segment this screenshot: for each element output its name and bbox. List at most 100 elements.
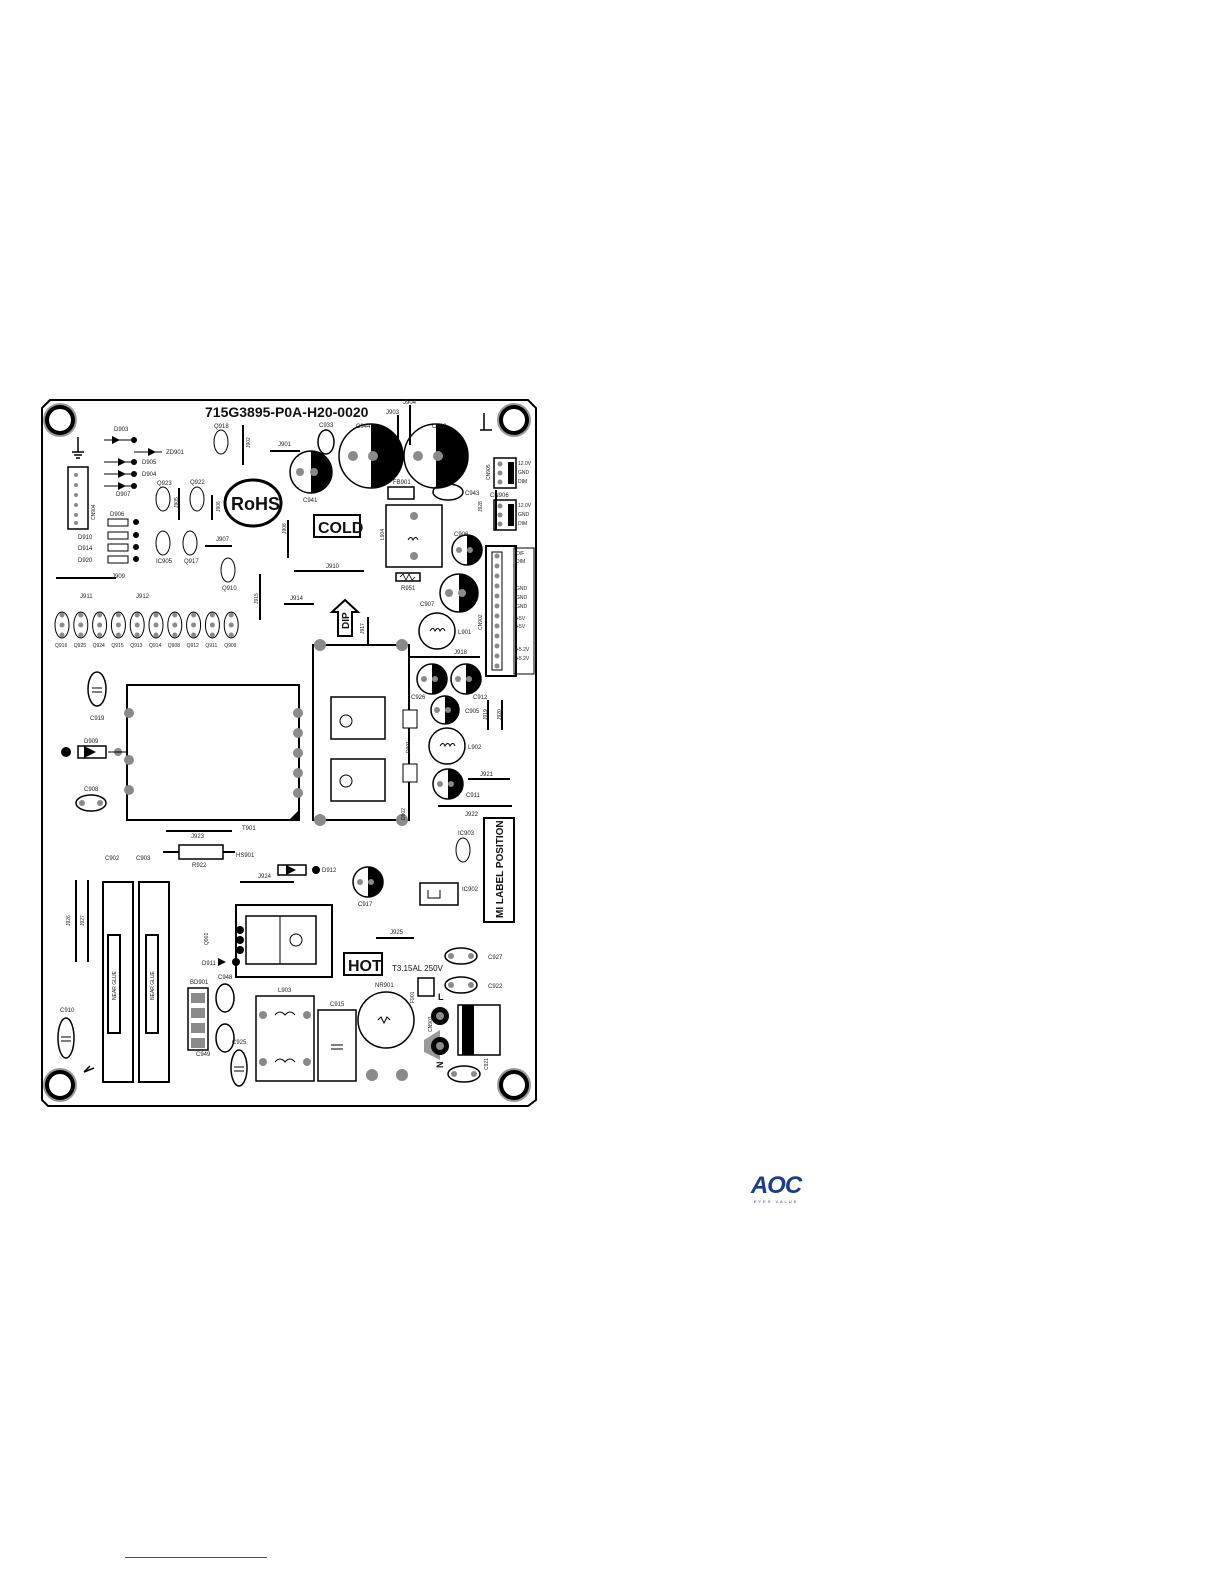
ref-j922: J922 <box>465 812 479 818</box>
rohs-mark: RoHS <box>223 478 283 528</box>
transistor-q918: Q918 <box>213 424 229 455</box>
bulk-capacitor-c902: NEAR GLUE C902 <box>102 856 134 1083</box>
dip-arrow-marker: DIP <box>329 598 361 637</box>
ref-d909: D909 <box>84 739 99 745</box>
ref-q925: Q925 <box>74 643 86 649</box>
connector-cn904: CN904 <box>67 466 97 530</box>
ref-c908: C908 <box>84 787 99 793</box>
ref-cn904: CN904 <box>91 504 97 520</box>
thermistor-nr901: NR901 <box>357 983 415 1081</box>
cn905-pin-2: GND <box>518 470 530 476</box>
cn902-pin <box>494 643 500 649</box>
capacitor-c907: C907 <box>420 573 479 613</box>
ref-f901: F901 <box>410 991 416 1003</box>
ref-d911: D911 <box>202 961 217 967</box>
transistor-q914: Q914 <box>148 611 164 649</box>
ref-j911: J911 <box>80 594 93 600</box>
ref-c915: C915 <box>330 1002 345 1008</box>
ref-c906: C906 <box>454 532 469 538</box>
ground-symbol <box>72 413 492 1073</box>
cold-label: COLD <box>318 520 363 537</box>
diode-d912: D912 <box>277 864 337 876</box>
ref-c921: C921 <box>484 1058 490 1070</box>
ref-d920: D920 <box>78 558 93 564</box>
ref-ic903: IC903 <box>458 831 475 837</box>
ref-q922: Q922 <box>190 480 205 486</box>
ref-r951: R951 <box>401 586 416 592</box>
cn906-pin-2: GND <box>518 512 530 518</box>
transistor-pad <box>78 632 84 638</box>
dip-label: DIP <box>341 612 352 629</box>
mounting-hole <box>43 1068 77 1102</box>
ref-cn902: CN902 <box>478 614 484 630</box>
diode-d914: D914 <box>78 543 139 552</box>
ref-bd901: BD901 <box>190 980 209 986</box>
transistor-pad <box>134 632 140 638</box>
capacitor-c917: C917 <box>352 866 384 908</box>
transistor-pad <box>172 612 178 618</box>
ref-l904: L904 <box>380 529 386 540</box>
mounting-holes <box>43 403 531 1102</box>
transistor-q909: Q909 <box>223 611 239 649</box>
transistor-body <box>186 611 202 639</box>
ref-hs901: HS901 <box>236 853 255 859</box>
capacitor-c922: C922 <box>444 976 503 994</box>
transistor-pad <box>97 632 103 638</box>
diode-d909: D909 <box>61 739 126 759</box>
ref-j908: J908 <box>282 523 288 534</box>
capacitor-c943: C943 <box>432 483 480 501</box>
ref-ic902: IC902 <box>462 887 479 893</box>
transistor-q924: Q924 <box>92 611 108 649</box>
capacitor-c926: C926 <box>411 663 448 701</box>
ref-j919: J919 <box>483 709 489 720</box>
transistor-pad <box>209 622 215 628</box>
ref-l903: L903 <box>278 988 292 994</box>
cn902-pin-label: +5V <box>516 624 526 630</box>
ref-j912: J912 <box>136 594 150 600</box>
transistor-q923: Q923 <box>155 481 172 512</box>
aoc-logo: AOC EYES VALUE <box>744 1173 808 1207</box>
ref-d902: D902 <box>401 808 407 820</box>
ref-q911: Q911 <box>205 643 217 649</box>
ref-j920: J920 <box>497 709 503 720</box>
capacitor-c908: C908 <box>75 787 107 812</box>
resistor-r951: R951 <box>395 572 421 592</box>
transistor-pad <box>209 612 215 618</box>
diode-d905: D905 <box>104 458 157 466</box>
resistor-r922: R922 HS901 <box>163 844 255 869</box>
transistor-pad <box>97 612 103 618</box>
cn902-pin <box>494 573 500 579</box>
ref-c948: C948 <box>218 975 233 981</box>
ref-j924: J924 <box>258 874 272 880</box>
ref-q915: Q915 <box>111 643 123 649</box>
mi-label-text: MI LABEL POSITION <box>495 820 506 918</box>
cn902-pin <box>494 613 500 619</box>
capacitor-c932: C932 <box>403 423 469 489</box>
ref-cn906: CN906 <box>490 493 509 499</box>
transformer-t901: T901 <box>124 684 303 832</box>
ref-cn903: CN903 <box>428 1016 434 1032</box>
heatsink-assembly: D901 D902 <box>312 639 418 826</box>
transistor-pad <box>115 612 121 618</box>
transistor-pad <box>115 632 121 638</box>
ref-c911: C911 <box>466 793 481 799</box>
ref-q916: Q916 <box>55 643 67 649</box>
cn902-pin <box>494 553 500 559</box>
bridge-rectifier-bd901: BD901 <box>187 980 209 1051</box>
ref-c927: C927 <box>488 955 503 961</box>
ref-c902: C902 <box>105 856 120 862</box>
ref-d901: D901 <box>406 741 412 753</box>
cn902-pin <box>494 653 500 659</box>
ref-j917: J917 <box>360 623 366 634</box>
cn902-pin <box>494 603 500 609</box>
capacitor-c944: C944 <box>338 423 404 489</box>
cn906-pin-1: 12.0V <box>518 503 532 509</box>
cn902-pin-label: +5.2V <box>516 656 530 662</box>
ref-j905: J905 <box>174 497 180 508</box>
ref-j921: J921 <box>480 772 494 778</box>
inductor-l904: L904 <box>380 504 443 568</box>
transistor-pad <box>78 612 84 618</box>
footer-link-underline <box>125 1557 267 1558</box>
ref-d910: D910 <box>78 535 93 541</box>
